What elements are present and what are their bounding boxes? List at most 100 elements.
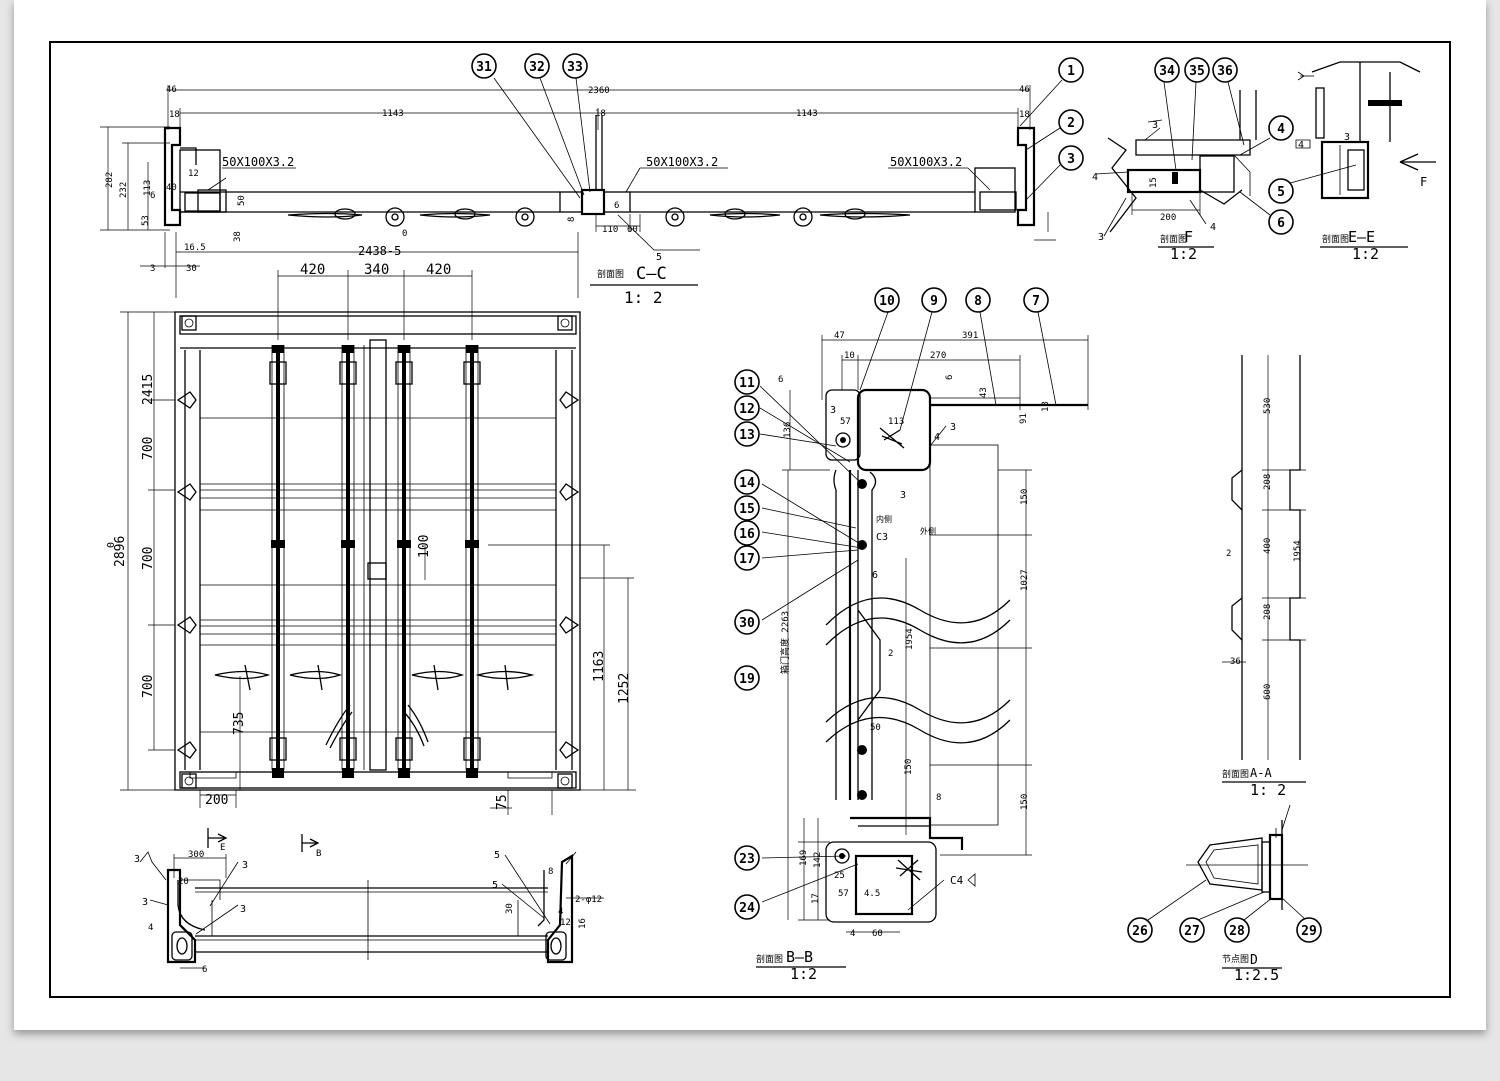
- dim-text: 4.5: [864, 889, 880, 899]
- svg-text:4: 4: [1277, 122, 1285, 137]
- part-balloon: 34: [1154, 57, 1180, 83]
- dim-text: 150: [904, 759, 914, 775]
- part-balloon: 15: [734, 495, 760, 521]
- part-balloon: 5: [1268, 178, 1294, 204]
- dim-text: 60: [872, 929, 883, 939]
- weld-symbol: 5: [656, 252, 662, 263]
- dim-text: 50: [237, 195, 247, 206]
- dim-text: 1954: [1293, 540, 1303, 562]
- weld-symbol: 4: [1210, 222, 1216, 233]
- dim-text: 2438-5: [358, 244, 401, 258]
- dim-text: 600: [1263, 684, 1273, 700]
- dim-text: 282: [105, 172, 115, 188]
- weld-symbol: C4: [950, 874, 964, 887]
- svg-text:2: 2: [1067, 116, 1075, 131]
- view-title: F: [1184, 228, 1193, 246]
- svg-text:7: 7: [1032, 294, 1040, 309]
- weld-symbol: 3: [950, 422, 956, 433]
- dim-text: 25: [834, 871, 845, 881]
- dim-text: 300: [188, 850, 204, 860]
- dim-text: 30: [505, 903, 515, 914]
- part-balloon: 6: [1268, 209, 1294, 235]
- part-balloon: 14: [734, 469, 760, 495]
- dim-text: 6: [778, 375, 783, 385]
- part-balloon: 3: [1058, 145, 1084, 171]
- weld-symbol: 4: [1092, 172, 1098, 183]
- view-title: C—C: [636, 264, 667, 284]
- dim-text: 18: [1019, 110, 1030, 120]
- section-f-view: 200 15 3 3 4 4 剖面图 F 1:2: [1092, 90, 1257, 263]
- svg-text:8: 8: [974, 294, 982, 309]
- dim-text: 60: [627, 225, 638, 235]
- part-balloon: 7: [1023, 287, 1049, 313]
- part-balloon: 26: [1127, 917, 1153, 943]
- svg-text:10: 10: [879, 294, 895, 309]
- profile-label: 50X100X3.2: [222, 155, 294, 169]
- section-marker: B: [316, 849, 321, 859]
- dim-text: 43: [979, 387, 989, 398]
- svg-text:34: 34: [1159, 64, 1175, 79]
- dim-text: 30: [186, 264, 197, 274]
- part-balloon: 28: [1224, 917, 1250, 943]
- weld-symbol: 5: [494, 850, 500, 861]
- dim-text: 150: [1020, 489, 1030, 505]
- dim-text: 50: [870, 723, 881, 733]
- weld-symbol: 4: [1298, 140, 1304, 151]
- svg-text:6: 6: [1277, 216, 1285, 231]
- svg-text:5: 5: [1277, 185, 1285, 200]
- part-balloon: 11: [734, 369, 760, 395]
- dim-text: 18: [595, 109, 606, 119]
- part-balloon: 36: [1212, 57, 1238, 83]
- part-balloon: 31: [471, 53, 497, 79]
- dim-text: 169: [799, 850, 809, 866]
- dim-text: 57: [838, 889, 849, 899]
- dim-text: 6: [872, 570, 878, 581]
- view-title: B—B: [786, 948, 813, 966]
- svg-text:24: 24: [739, 901, 755, 916]
- dim-text: 6: [150, 191, 155, 201]
- view-title-prefix: 剖面图: [756, 953, 783, 965]
- section-marker: E: [220, 843, 225, 853]
- weld-symbol: 3: [1344, 132, 1350, 143]
- front-door-view: 420 340 420: [106, 262, 636, 815]
- weld-symbol: 3: [900, 490, 906, 501]
- svg-text:3: 3: [1067, 152, 1075, 167]
- dim-text: 1143: [382, 109, 404, 119]
- dim-text: 8: [936, 793, 941, 803]
- dim-text: 700: [141, 675, 156, 698]
- dim-text: 150: [1020, 794, 1030, 810]
- dim-text: 0: [402, 229, 407, 239]
- view-scale: 1:2.5: [1234, 966, 1279, 984]
- dim-text: 2360: [588, 86, 610, 96]
- part-balloon: 2: [1058, 109, 1084, 135]
- part-balloon: 12: [734, 395, 760, 421]
- part-balloons: 1 2 3 4 5 6 7 8 9 10 11 12 13 14 15 16 1…: [471, 53, 1322, 943]
- svg-text:30: 30: [739, 616, 755, 631]
- drawing-frame: [49, 41, 1451, 998]
- dim-text: 420: [426, 262, 451, 278]
- dim-text: 200: [1160, 213, 1176, 223]
- dim-text: 232: [119, 182, 129, 198]
- part-balloon: 29: [1296, 917, 1322, 943]
- dim-text: 136: [783, 422, 793, 438]
- weld-symbol: C3: [876, 532, 888, 543]
- part-balloon: 19: [734, 665, 760, 691]
- dim-text: 38: [233, 231, 243, 242]
- dim-text: 530: [1263, 398, 1273, 414]
- svg-text:31: 31: [476, 60, 492, 75]
- weld-symbol: 3: [240, 904, 246, 915]
- dim-text: 17: [811, 893, 821, 904]
- weld-symbol: 3: [242, 860, 248, 871]
- dim-text: 53: [141, 215, 151, 226]
- section-ee-view: 3 4 F 剖面图 E—E 1:2: [1295, 61, 1436, 263]
- dim-text: 6: [202, 965, 207, 975]
- profile-label: 50X100X3.2: [646, 155, 718, 169]
- part-balloon: 30: [734, 609, 760, 635]
- dim-text: 16.5: [184, 243, 206, 253]
- svg-text:35: 35: [1189, 64, 1205, 79]
- dim-text: 340: [364, 262, 389, 278]
- weld-symbol: 3: [1152, 120, 1158, 131]
- dim-text: 1163: [592, 651, 607, 682]
- part-balloon: 24: [734, 894, 760, 920]
- dim-text: 57: [840, 417, 851, 427]
